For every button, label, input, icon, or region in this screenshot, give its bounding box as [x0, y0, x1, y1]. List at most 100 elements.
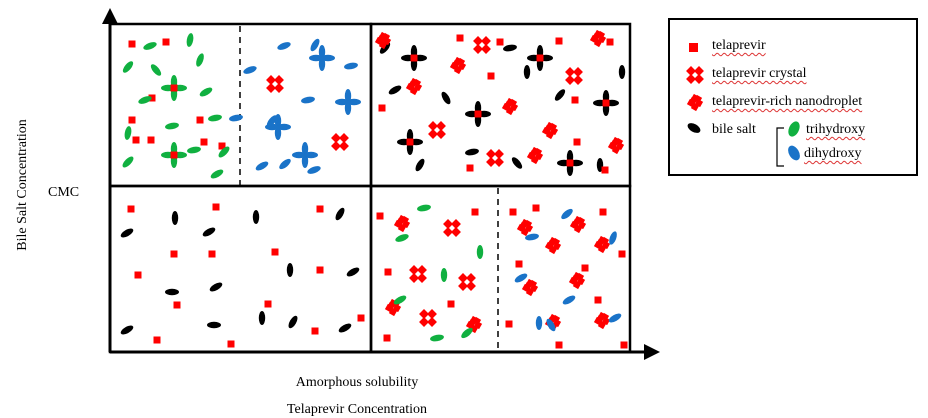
telaprevir-molecule [147, 136, 155, 144]
dihydroxy-bile-salt [307, 166, 321, 174]
trihydroxy-bile-salt [122, 61, 134, 73]
bile-salt-molecule [441, 91, 451, 105]
dihydroxy-bile-salt [277, 123, 291, 131]
nanodroplet [526, 146, 544, 165]
legend-bile-salt: bile salt [712, 122, 756, 137]
nanodroplet [501, 97, 519, 116]
dihydroxy-bile-salt [321, 54, 335, 62]
telaprevir-molecule [316, 205, 324, 213]
telaprevir-crystal [331, 133, 349, 151]
dihydroxy-bile-salt [318, 45, 326, 59]
bile-salt-molecule [511, 157, 523, 169]
telaprevir-molecule [376, 212, 384, 220]
telaprevir-molecule [218, 142, 226, 150]
telaprevir-molecule [594, 296, 602, 304]
trihydroxy-bile-salt [122, 156, 134, 168]
trihydroxy-bile-salt [210, 169, 224, 179]
telaprevir-molecule [474, 110, 482, 118]
dihydroxy-bile-salt [255, 161, 269, 171]
dihydroxy-bile-salt [229, 114, 243, 122]
telaprevir-molecule [555, 341, 563, 349]
bile-salt-molecule [171, 211, 179, 225]
trihydroxy-bile-salt [165, 122, 179, 130]
dihydroxy-bile-salt [562, 295, 576, 305]
nanodroplet [516, 218, 534, 237]
trihydroxy-bile-salt [187, 146, 201, 154]
dihydroxy-bile-salt [535, 316, 543, 330]
telaprevir-crystal [458, 273, 476, 291]
telaprevir-molecule [200, 138, 208, 146]
telaprevir-molecule [410, 54, 418, 62]
dihydroxy-bile-salt [266, 115, 278, 127]
legend-dihydroxy: dihydroxy [804, 146, 862, 161]
telaprevir-molecule [573, 138, 581, 146]
bile-salt-molecule [252, 210, 260, 224]
dihydroxy-bile-salt [347, 98, 361, 106]
nanodroplet [593, 235, 611, 254]
telaprevir-crystal [443, 219, 461, 237]
bile-salt-molecule [554, 89, 566, 101]
telaprevir-crystal [473, 36, 491, 54]
legend-trihydroxy: trihydroxy [806, 122, 866, 137]
nanodroplet [521, 278, 539, 297]
bile-salt-molecule [286, 263, 294, 277]
dihydroxy-bile-salt [292, 151, 306, 159]
telaprevir-molecule [212, 203, 220, 211]
dihydroxy-bile-salt [274, 126, 282, 140]
dihydroxy-bile-salt [310, 38, 320, 52]
telaprevir-molecule [505, 320, 513, 328]
telaprevir-molecule [384, 268, 392, 276]
telaprevir-crystal-symbol [686, 66, 704, 84]
trihydroxy-bile-salt [461, 327, 473, 339]
dihydroxy-bile-salt [274, 114, 282, 128]
bile-salt-molecule [209, 282, 223, 292]
bile-salt-molecule [346, 267, 360, 277]
bile-salt-molecule [120, 228, 134, 238]
telaprevir-molecule [532, 204, 540, 212]
trihydroxy-bile-salt [196, 53, 204, 67]
telaprevir-molecule [227, 340, 235, 348]
dihydroxy-bile-salt [309, 54, 323, 62]
telaprevir-molecule [381, 34, 389, 42]
dihydroxy-bile-salt [609, 231, 617, 245]
telaprevir-molecule [466, 164, 474, 172]
legend-nanodroplet: telaprevir-rich nanodroplet [712, 94, 863, 109]
telaprevir-crystal [266, 75, 284, 93]
telaprevir-molecule [456, 34, 464, 42]
x-axis-arrowhead [644, 344, 660, 360]
trihydroxy-bile-salt [417, 204, 431, 212]
telaprevir-molecule [134, 271, 142, 279]
dihydroxy-bile-salt [546, 318, 556, 332]
telaprevir-symbol [689, 43, 698, 52]
bile-salt-molecule [202, 227, 216, 237]
dihydroxy-bile-salt [525, 233, 539, 241]
bile-salt-molecule [523, 65, 531, 79]
trihydroxy-bile-salt [430, 334, 444, 342]
bile-salt-symbol [687, 123, 701, 133]
trihydroxy-bile-salt [393, 295, 407, 305]
telaprevir-molecule [127, 205, 135, 213]
telaprevir-molecule [170, 250, 178, 258]
telaprevir-molecule [618, 250, 626, 258]
telaprevir-molecule [555, 37, 563, 45]
telaprevir-molecule [311, 327, 319, 335]
dihydroxy-bile-salt [301, 142, 309, 156]
trihydroxy-bile-salt [138, 96, 152, 104]
telaprevir-molecule [602, 99, 610, 107]
legend-telaprevir: telaprevir [712, 38, 766, 53]
telaprevir-molecule [487, 72, 495, 80]
telaprevir-molecule [128, 116, 136, 124]
dihydroxy-bile-salt [514, 273, 528, 283]
telaprevir-molecule [471, 208, 479, 216]
telaprevir-molecule [378, 104, 386, 112]
telaprevir-molecule [170, 151, 178, 159]
bile-salt-molecule [618, 65, 626, 79]
bile-salt-molecule [207, 321, 221, 329]
telaprevir-molecule [606, 38, 614, 46]
telaprevir-molecule [162, 38, 170, 46]
legend-nanodroplet-glyph [686, 93, 704, 112]
nanodroplet [593, 311, 611, 330]
telaprevir-molecule [515, 260, 523, 268]
trihydroxy-bile-salt [208, 114, 222, 122]
bile-salt-molecule [503, 44, 517, 52]
